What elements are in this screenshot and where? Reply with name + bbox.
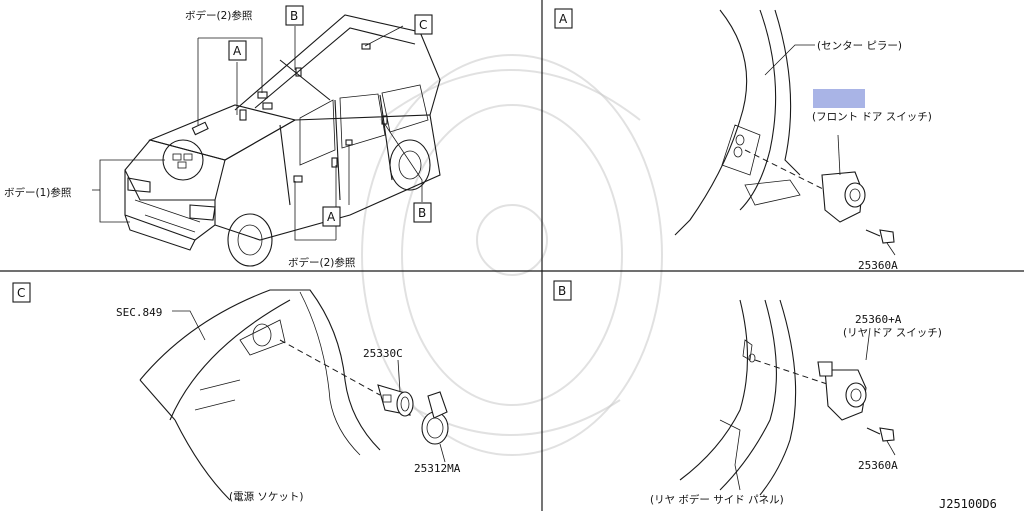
- label-front-door-switch: (フロント ドア スイッチ): [812, 111, 932, 123]
- callout-box-a-top-label: A: [233, 44, 242, 58]
- highlight-box: [813, 89, 865, 108]
- label-sec-849: SEC.849: [116, 306, 162, 319]
- panel-a-tag-box: [554, 8, 573, 29]
- callout-box-a-bottom: A: [322, 206, 341, 227]
- panel-a-tag: A: [559, 12, 568, 26]
- main-leader-lines: [92, 25, 423, 241]
- callout-box-b-top-label: B: [290, 9, 298, 23]
- callout-box-c-top: C: [414, 14, 433, 35]
- panel-b-tag-box: [553, 280, 572, 301]
- part-number-25360a-bottom: 25360A: [858, 459, 898, 472]
- callout-box-c-top-label: C: [419, 18, 427, 32]
- label-rear-side-panel: (リヤ ボデー サイド パネル): [650, 493, 784, 506]
- part-number-25360-plus-a: 25360+A: [855, 313, 902, 326]
- panel-c: C: [12, 282, 449, 501]
- part-number-25330c: 25330C: [363, 347, 403, 360]
- label-body1: ボデー(1)参照: [4, 186, 72, 199]
- part-number-25360a-top: 25360A: [858, 259, 898, 272]
- diagram-code: J25100D6: [939, 497, 997, 511]
- label-body2-top: ボデー(2)参照: [185, 9, 253, 22]
- callout-box-b-top: B: [285, 5, 304, 26]
- part-number-25312ma: 25312MA: [414, 462, 461, 475]
- callout-box-a-top: A: [228, 40, 247, 61]
- panel-b: B: [553, 280, 896, 496]
- vehicle-overview: [124, 14, 441, 267]
- label-center-pillar: (センター ピラー): [817, 40, 902, 52]
- panel-c-tag: C: [17, 286, 25, 300]
- panel-c-tag-box: [12, 282, 31, 303]
- callout-box-b-bottom-label: B: [418, 206, 426, 220]
- callout-box-b-bottom: B: [413, 202, 432, 223]
- panel-b-tag: B: [558, 284, 566, 298]
- label-rear-door-switch: (リヤ ドア スイッチ): [843, 327, 942, 339]
- label-power-socket: (電源 ソケット): [229, 490, 304, 503]
- label-body2-bottom: ボデー(2)参照: [288, 256, 356, 269]
- callout-box-a-bottom-label: A: [327, 210, 336, 224]
- panel-a: A: [554, 8, 896, 256]
